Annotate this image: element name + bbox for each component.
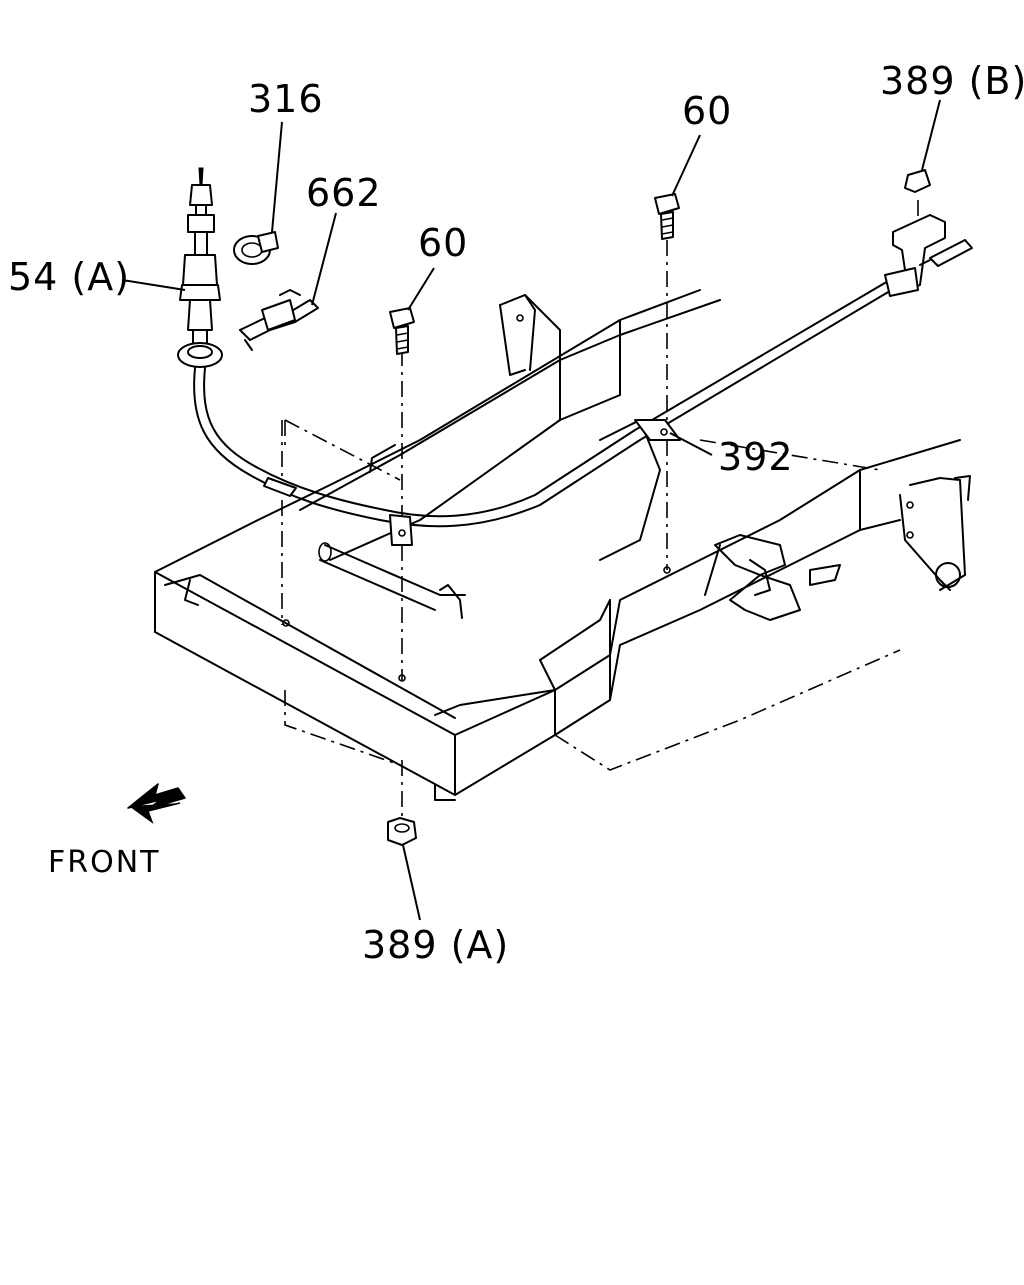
spring-hanger [704,475,971,621]
center-crossmember [318,419,661,619]
callout-392: 392 [718,435,794,479]
upper-bracket [499,294,561,376]
callout-389b: 389 (B) [880,59,1024,103]
clip-662 [239,289,319,351]
right-frame-rail [539,439,961,771]
left-frame-rail [257,289,721,561]
callout-60-right: 60 [682,89,733,133]
nut-389a [387,817,417,846]
callout-389a: 389 (A) [362,923,510,967]
front-arrow-icon [127,783,186,825]
leader-lines [121,99,941,921]
cable-handle [177,167,223,368]
callout-54a: 54 (A) [8,255,131,299]
bolt-60-left [389,307,415,355]
callout-662: 662 [306,171,382,215]
bolt-60-right [654,193,680,240]
brake-cable [193,276,901,546]
clip-316 [233,231,279,265]
front-crossmember [154,519,556,801]
assembly-guides [281,200,919,820]
callout-60-left: 60 [418,221,469,265]
callout-316: 316 [248,77,324,121]
front-label: FRONT [48,845,161,880]
rear-cable-bracket [884,169,973,297]
